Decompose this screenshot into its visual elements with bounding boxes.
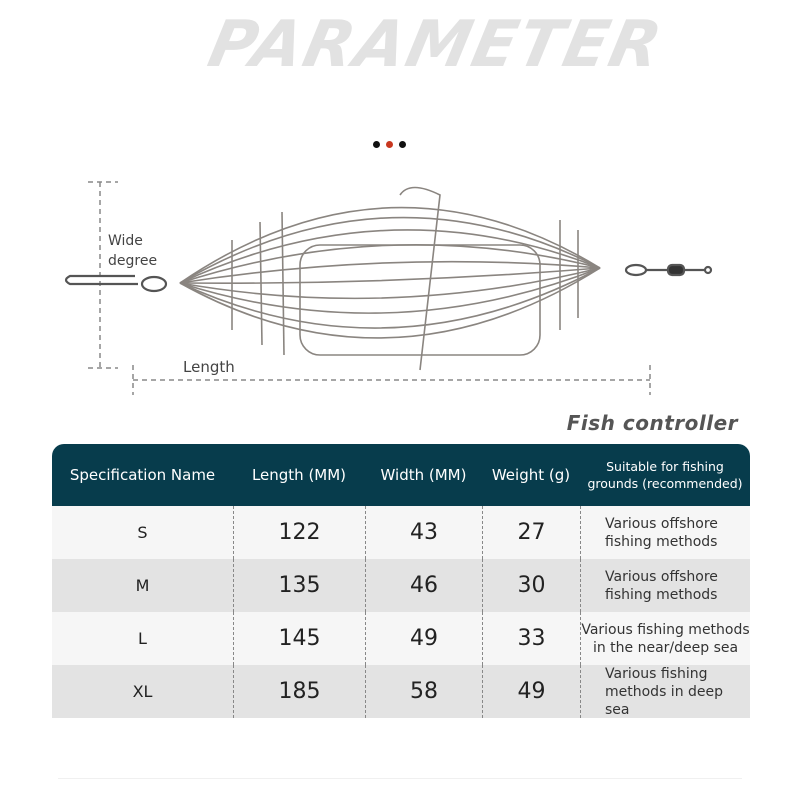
cell-width: 46 — [365, 559, 482, 612]
table-row: M 135 46 30 Various offshore fishing met… — [52, 559, 750, 612]
wide-label-line1: Wide — [108, 233, 143, 249]
cell-length: 122 — [233, 506, 365, 559]
cell-suitable: Various offshore fishing methods — [580, 506, 750, 559]
dot-icon — [373, 141, 380, 148]
cell-length: 135 — [233, 559, 365, 612]
page-title: PARAMETER — [202, 8, 670, 82]
cell-weight: 49 — [482, 665, 580, 718]
cell-width: 49 — [365, 612, 482, 665]
table-row: L 145 49 33 Various fishing methods in t… — [52, 612, 750, 665]
cell-weight: 27 — [482, 506, 580, 559]
table-row: S 122 43 27 Various offshore fishing met… — [52, 506, 750, 559]
wire-cage-icon — [179, 186, 601, 371]
cell-suitable: Various fishing methods in deep sea — [580, 665, 750, 718]
spec-table: Specification Name Length (MM) Width (MM… — [52, 444, 750, 718]
cell-weight: 33 — [482, 612, 580, 665]
length-label: Length — [183, 358, 235, 376]
divider — [58, 778, 742, 779]
product-subtitle: Fish controller — [566, 411, 738, 435]
cell-name: S — [137, 523, 148, 542]
col-width: Width (MM) — [380, 466, 467, 484]
cell-length: 185 — [233, 665, 365, 718]
wide-degree-label: Wide degree — [108, 231, 157, 271]
cell-width: 58 — [365, 665, 482, 718]
cell-suitable: Various fishing methods in the near/deep… — [580, 612, 750, 665]
swivel-clip-icon — [64, 263, 713, 293]
cell-name: XL — [132, 682, 153, 701]
col-weight: Weight (g) — [491, 466, 571, 484]
cell-length: 145 — [233, 612, 365, 665]
cell-weight: 30 — [482, 559, 580, 612]
col-length: Length (MM) — [251, 466, 347, 484]
col-suitable: Suitable for fishing grounds (recommende… — [587, 459, 743, 491]
fish-cage-diagram — [64, 181, 713, 395]
dot-active-icon — [386, 141, 393, 148]
dot-icon — [399, 141, 406, 148]
table-header: Specification Name Length (MM) Width (MM… — [52, 444, 750, 506]
col-spec-name: Specification Name — [69, 466, 216, 484]
carousel-dots — [373, 141, 406, 148]
wide-label-line2: degree — [108, 253, 158, 269]
cell-name: L — [138, 629, 147, 648]
table-row: XL 185 58 49 Various fishing methods in … — [52, 665, 750, 718]
cell-name: M — [135, 576, 150, 595]
cell-suitable: Various offshore fishing methods — [580, 559, 750, 612]
cell-width: 43 — [365, 506, 482, 559]
